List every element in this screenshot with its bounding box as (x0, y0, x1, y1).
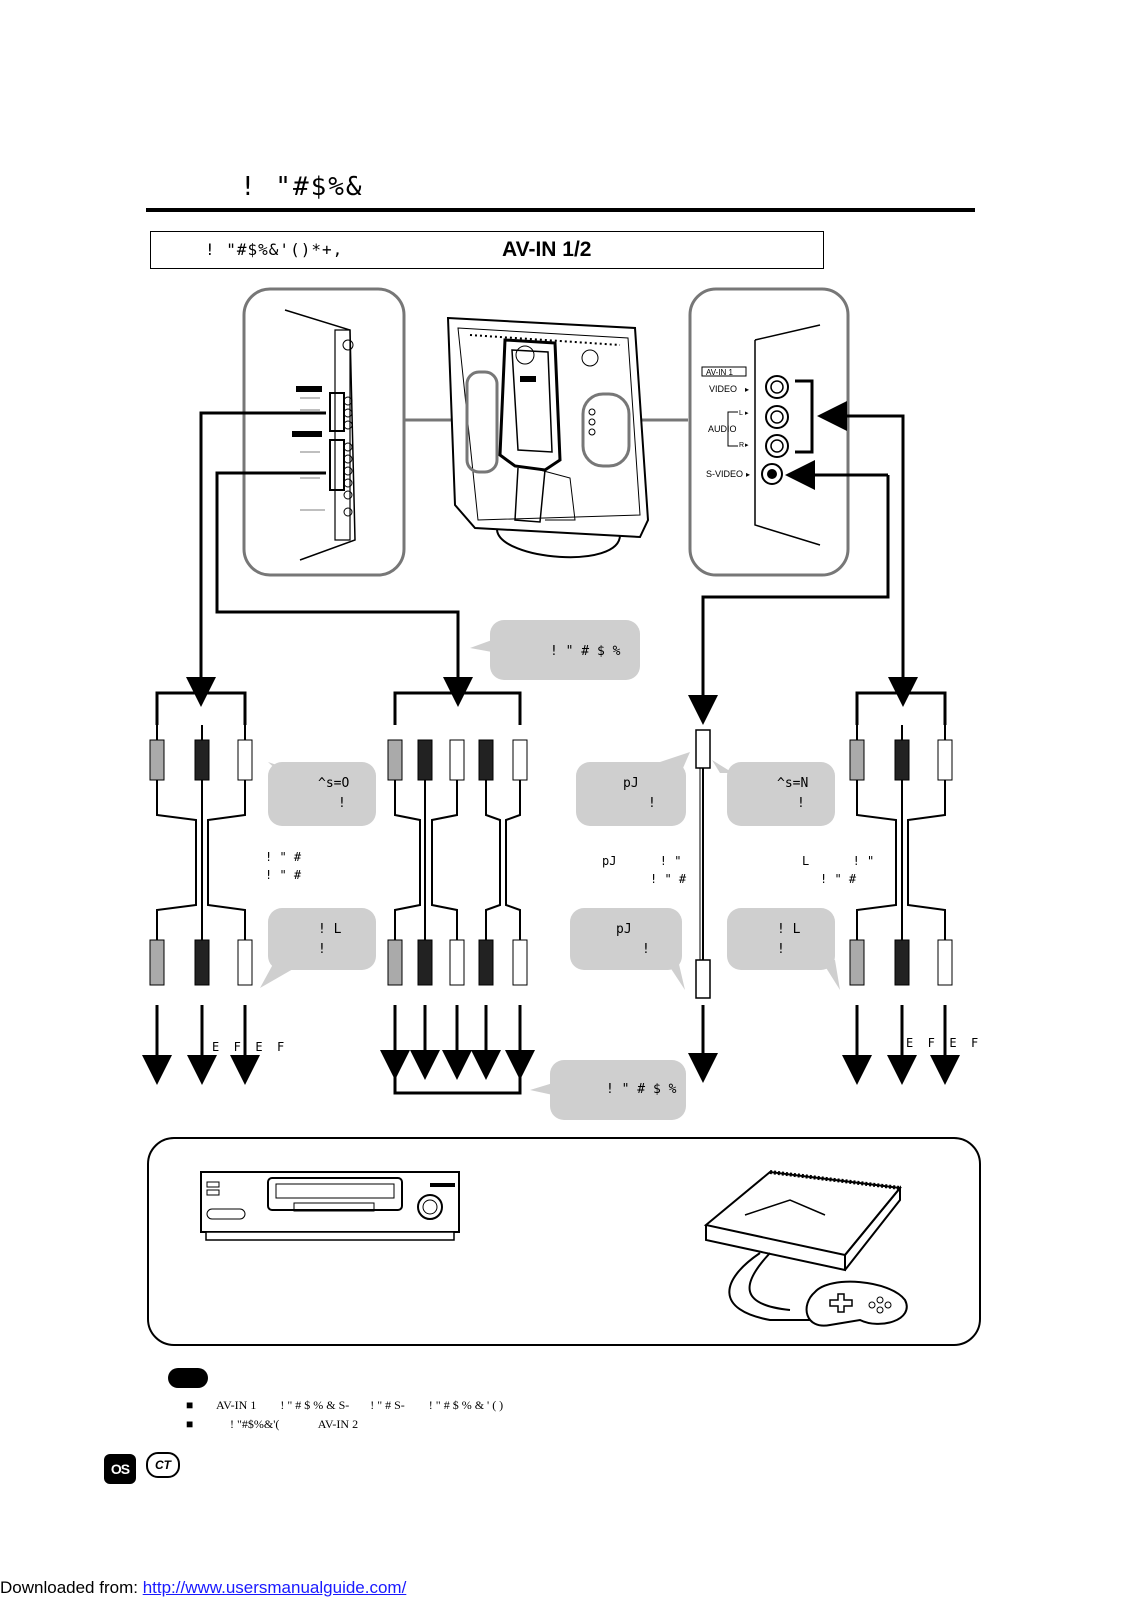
cable-group-left (149, 725, 253, 986)
note-bullet-1: ■ (186, 1398, 194, 1412)
label-left-cable-2: ! " # (265, 868, 302, 882)
footer-download: Downloaded from: http://www.usersmanualg… (0, 1578, 406, 1598)
title-rule (146, 208, 975, 212)
label-ef-left: E F E F (212, 1040, 285, 1054)
label-right-cable-2: ! " # (820, 872, 857, 886)
svg-text:AUDIO: AUDIO (708, 424, 737, 434)
subtitle-left: ! "#$%&'()*+, (205, 240, 344, 259)
bubble-right-upper: ^s=N ! (727, 762, 835, 826)
note-pill (168, 1368, 208, 1388)
page-title: ! "#$%& (240, 172, 364, 202)
svg-text:▸: ▸ (746, 470, 750, 479)
bubble-left-upper: ^s=O ! (268, 762, 376, 826)
note-bullet-2: ■ (186, 1417, 194, 1431)
label-right-cable-1: L ! " (802, 854, 875, 868)
footer-prefix: Downloaded from: (0, 1578, 143, 1597)
svg-text:▸: ▸ (745, 385, 749, 394)
label-ef-right: E F E F (906, 1036, 979, 1050)
svg-text:VIDEO: VIDEO (709, 384, 737, 394)
label-mid-cable-1: pJ ! " (602, 854, 682, 868)
cable-group-center (387, 739, 528, 986)
svg-text:L: L (739, 410, 743, 417)
cable-group-right (849, 725, 953, 986)
note-text-1: AV-IN 1 ! " # $ % & S- ! " # S- ! " # $ … (216, 1398, 504, 1412)
vcr-illustration (200, 1171, 460, 1241)
bubble-mid-upper: pJ ! (576, 762, 686, 826)
tv-back-illustration (446, 316, 650, 559)
page-badge-os: OS (104, 1454, 136, 1484)
game-console-illustration (703, 1170, 908, 1327)
bubble-right-lower: ! L ! (727, 908, 835, 970)
svg-text:▸: ▸ (745, 410, 749, 417)
footer-url-link[interactable]: http://www.usersmanualguide.com/ (142, 1578, 407, 1597)
label-mid-cable-2: ! " # (650, 872, 687, 886)
note-text-2: ! "#$%&'( AV-IN 2 (230, 1417, 359, 1431)
svideo-cable (695, 729, 711, 999)
right-jack-panel: AV-IN 1 VIDEO ▸ L ▸ AUDIO R ▸ S-VIDEO ▸ (688, 287, 850, 577)
subtitle-box (150, 231, 824, 269)
bubble-top-center: ! " # $ % (490, 620, 640, 680)
svg-text:S-VIDEO: S-VIDEO (706, 469, 743, 479)
subtitle-right: AV-IN 1/2 (502, 238, 592, 261)
svg-text:▸: ▸ (745, 442, 749, 449)
label-left-cable-1: ! " # (265, 850, 302, 864)
bubble-bottom-center: ! " # $ % (550, 1060, 686, 1120)
page-badge-ct: CT (146, 1452, 180, 1478)
svg-text:R: R (739, 442, 744, 449)
bubble-left-lower: ! L ! (268, 908, 376, 970)
svg-text:AV-IN 1: AV-IN 1 (706, 368, 734, 377)
bubble-mid-lower: pJ ! (570, 908, 682, 970)
left-jack-panel (242, 287, 406, 577)
